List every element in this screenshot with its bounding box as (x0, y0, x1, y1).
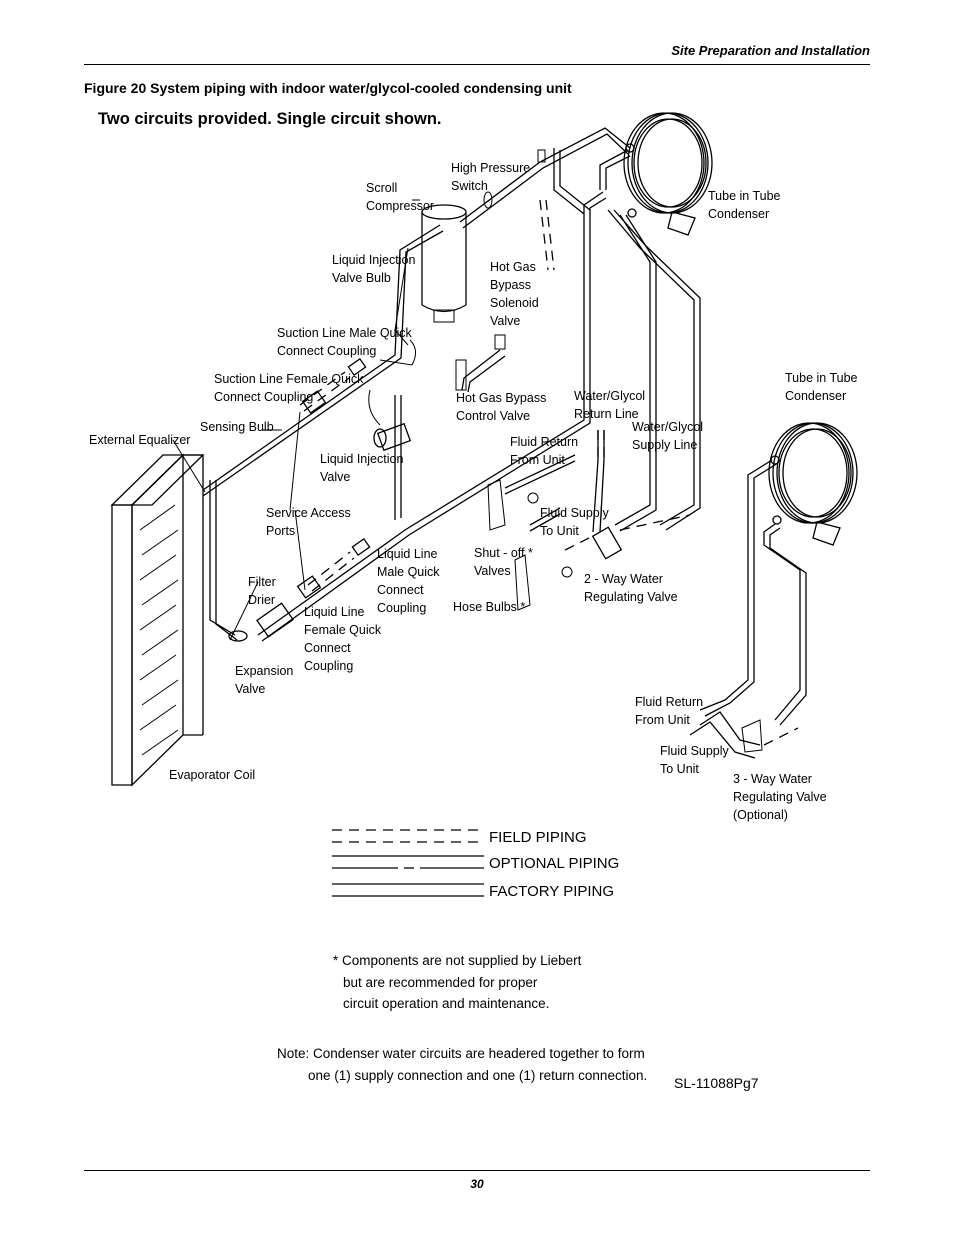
svg-text:External Equalizer: External Equalizer (89, 433, 190, 447)
svg-text:one (1) supply connection and: one (1) supply connection and one (1) re… (308, 1068, 647, 1083)
page-number: 30 (470, 1177, 484, 1191)
svg-text:Sensing Bulb: Sensing Bulb (200, 420, 274, 434)
header-rule (84, 64, 870, 65)
legend-optional: OPTIONAL PIPING (489, 855, 619, 872)
components (228, 149, 623, 642)
tube-in-tube-condenser-2 (689, 422, 858, 759)
figure-subtitle: Two circuits provided. Single circuit sh… (98, 110, 442, 128)
scroll-compressor (421, 204, 467, 323)
footer-rule (84, 1170, 870, 1171)
svg-text:but are recommended for proper: but are recommended for proper (343, 975, 538, 990)
legend: FIELD PIPING OPTIONAL PIPING FACTORY PIP… (332, 829, 619, 900)
svg-text:Evaporator Coil: Evaporator Coil (169, 768, 255, 782)
svg-text:Shut - off *Valves: Shut - off *Valves (474, 546, 533, 578)
evaporator-coil (110, 453, 205, 787)
svg-text:Note: Condenser water circuits: Note: Condenser water circuits are heade… (277, 1046, 645, 1061)
factory-piping (202, 127, 701, 642)
tube-in-tube-condenser-1 (623, 112, 713, 236)
section-header: Site Preparation and Installation (671, 43, 870, 58)
svg-text:circuit operation and maintena: circuit operation and maintenance. (343, 996, 549, 1011)
drawing-id: SL-11088Pg7 (674, 1075, 759, 1091)
svg-text:* Components are not supplied: * Components are not supplied by Liebert (333, 953, 582, 968)
legend-field: FIELD PIPING (489, 829, 587, 846)
leader-lines (172, 411, 306, 641)
legend-factory: FACTORY PIPING (489, 883, 614, 900)
figure-caption: Figure 20 System piping with indoor wate… (84, 80, 572, 96)
svg-text:Hose Bulbs *: Hose Bulbs * (453, 600, 525, 614)
field-piping (299, 199, 691, 592)
